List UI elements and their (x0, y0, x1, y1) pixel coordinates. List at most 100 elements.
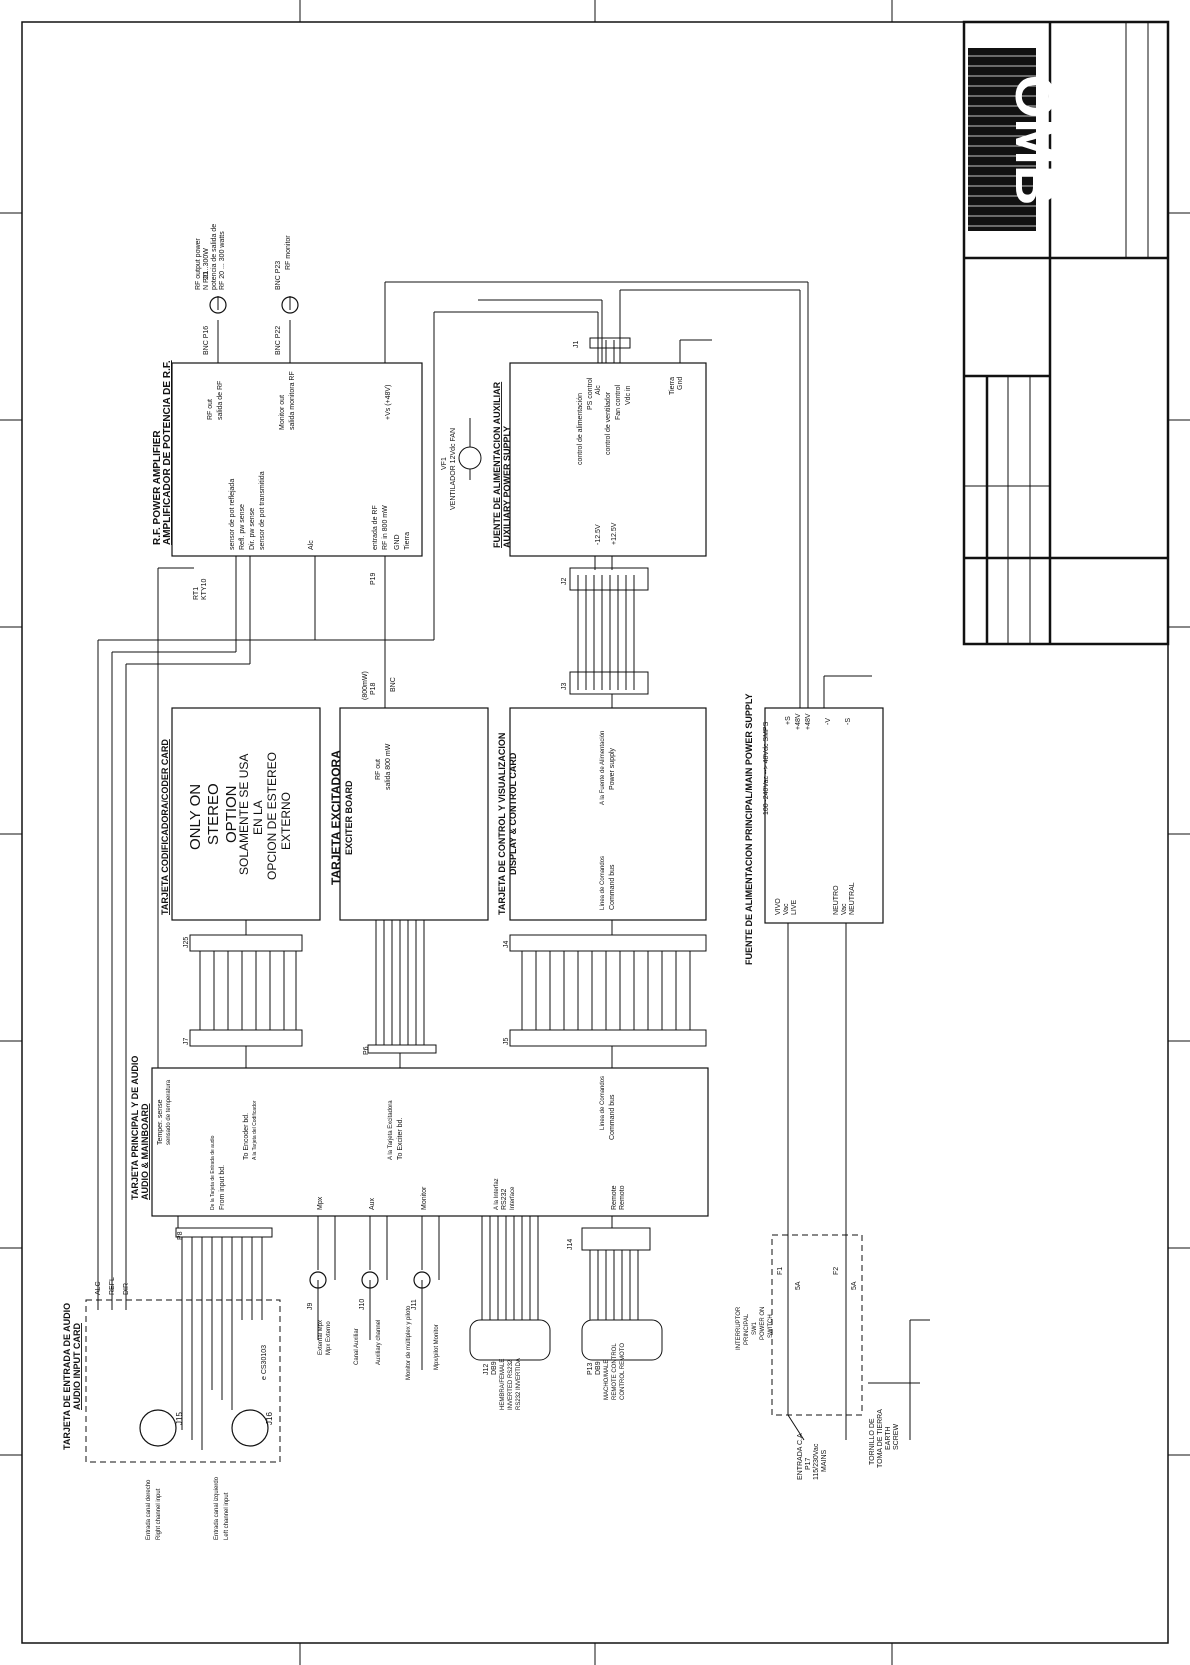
main-mpx: Mpx (317, 1196, 324, 1210)
switch-4: POWER ON (760, 1307, 766, 1340)
alc-label: ALC (95, 1281, 102, 1295)
aux-ps-ctrl-es: control de alimentación (577, 393, 584, 465)
rf-amp-rf-out-es: salida de RF (217, 381, 224, 420)
control-ps-en: Power supply (609, 747, 616, 790)
omb-logo: OMB (968, 48, 1067, 231)
exciter-title-es: TARJETA EXCITADORA (329, 750, 343, 885)
fuse-f1: F1 (777, 1267, 784, 1275)
main-aux: Aux (369, 1197, 376, 1210)
rf-amp-title-es: AMPLIFICADOR DE POTENCIA DE R.F. (162, 360, 173, 545)
control-title-en: DISPLAY & CONTROL CARD (508, 752, 518, 875)
entrada-3: 115/230Vac (813, 1443, 820, 1480)
main-to-exciter-en: To Exciter bd. (397, 1118, 404, 1160)
rf-monitor-label: RF monitor (285, 235, 292, 270)
aux-ps-ctrl-en: PS control (587, 377, 594, 410)
aux-gnd: Gnd (677, 377, 684, 390)
j12-label-1: J12 (483, 1364, 490, 1375)
rf-output-es2: RF 20 ... 300 watts (219, 231, 226, 290)
aux-ch-es: Canal Auxiliar (354, 1328, 360, 1365)
fuse-f2: F2 (833, 1267, 840, 1275)
exciter-title-en: EXCITER BOARD (344, 780, 354, 855)
rf-output-en: RF output power (195, 238, 202, 290)
fuse-rating-2: 5A (851, 1281, 858, 1290)
earth-1: TORNILLO DE (869, 1418, 876, 1465)
exciter-level: (800mW) (362, 671, 369, 700)
exciter-rf-out-en: RF out (375, 759, 382, 780)
main-supply-t4: -V (825, 718, 832, 725)
left-input-en: Left channel input (224, 1492, 230, 1540)
rf-amp-dir-es: sensor de pot transmitida (259, 471, 266, 550)
earth-3: EARTH (885, 1426, 892, 1450)
left-input-es: Entrada canal izquierdo (214, 1476, 220, 1540)
control-cmd-es: Línea de Comandos (600, 856, 606, 910)
refl-label: REFL (109, 1277, 116, 1295)
encoder-note-es-4: EXTERNO (279, 792, 293, 850)
j16-label: J16 (265, 1412, 274, 1425)
rt1-part: KTY10 (201, 578, 208, 600)
control-card-box (509, 707, 707, 921)
rf-amplifier-box (171, 362, 423, 557)
main-to-encoder-es: A la Tarjeta del Codificador (252, 1100, 258, 1160)
j14-label: J14 (567, 1239, 574, 1250)
rf-amp-refl-es: sensor de pot reflejada (229, 479, 236, 550)
encoder-note-es-3: OPCION DE ESTEREO (265, 752, 279, 880)
rf-amp-title-en: R.F. POWER AMPLIFIER (152, 430, 163, 545)
aux-m12: -12.5V (595, 524, 602, 545)
main-supply-vivo-3: LIVE (791, 899, 798, 915)
dir-label: DIR (123, 1283, 130, 1295)
control-title-es: TARJETA DE CONTROL Y VISUALIZACION (497, 733, 507, 915)
rf-amp-rf-in-es: entrada de RF (372, 505, 379, 550)
control-ps-es: A la Fuente de Alimentación (600, 731, 606, 805)
entrada-4: MAINS (821, 1450, 828, 1473)
mon-mpx-es: Monitor de múltiplex y piloto (406, 1305, 412, 1380)
rf-amp-alc: Alc (308, 540, 315, 550)
p18-label: P18 (370, 682, 377, 695)
main-supply-box (764, 707, 884, 924)
p23-label: BNC P23 (275, 261, 282, 290)
main-temp-es: sensado de temperatura (166, 1079, 172, 1145)
encoder-note-es-1: SOLAMENTE SE USA (237, 754, 251, 875)
rf-output-range: 20...300W (203, 248, 210, 280)
encoder-title: TARJETA CODIFICADORA/CODER CARD (160, 739, 170, 915)
j15-label: J15 (175, 1412, 184, 1425)
main-supply-title: FUENTE DE ALIMENTACION PRINCIPAL/MAIN PO… (744, 693, 754, 965)
j1-label: J1 (573, 341, 580, 349)
aux-fan-ctrl-es: control de ventilador (605, 391, 612, 455)
rt1-label: RT1 (193, 587, 200, 600)
switch-5: SWITCH (768, 1314, 774, 1338)
aux-alc: Alc (595, 385, 602, 395)
title-block-lines (964, 22, 1149, 644)
j2-label: J2 (561, 578, 568, 586)
aux-title-en: AUXILIARY POWER SUPPLY (502, 426, 512, 548)
encoder-card-box (171, 707, 321, 921)
main-supply-t1: +S (785, 716, 792, 725)
j25-label: J25 (183, 937, 190, 948)
earth-2: TOMA DE TIERRA (877, 1409, 884, 1468)
aux-title-es: FUENTE DE ALIMENTACION AUXILIAR (492, 381, 502, 548)
fan-label-2: VENTILADOR 12Vdc FAN (450, 428, 457, 510)
main-from-input-en: From input bd. (219, 1165, 226, 1210)
rf-amp-dir-en: Dir. pw sense (249, 508, 256, 550)
main-remote-2: Remoto (619, 1185, 626, 1210)
j3-label: J3 (561, 683, 568, 691)
main-supply-vivo-2: Vac (783, 903, 790, 915)
j5-label: J5 (503, 1038, 510, 1046)
main-title-en: AUDIO & MAINBOARD (140, 1103, 150, 1200)
rf-output-es: potencia de salida de (211, 224, 218, 290)
main-supply-t2: +48V (795, 713, 802, 730)
audio-input-card-box (85, 1299, 281, 1463)
chip-label: e CS30103 (261, 1345, 268, 1380)
rf-amp-vs: +Vs (+48V) (385, 385, 392, 420)
p13-label-2: DB9 (595, 1361, 602, 1375)
rf-amp-rf-out-en: RF out (207, 399, 214, 420)
aux-supply-box (509, 362, 707, 557)
audio-input-title-en: AUDIO INPUT CARD (72, 1323, 82, 1410)
rf-amp-p19: P19 (370, 572, 377, 585)
main-from-input-es: De la Tarjeta de Entrada de audio (210, 1135, 216, 1210)
switch-1: INTERRUPTOR (736, 1306, 742, 1350)
exciter-rf-out-es: salida 800 mW (385, 743, 392, 790)
j12-label-2: DB9 (491, 1361, 498, 1375)
encoder-note-es-2: EN LA (251, 800, 265, 835)
main-rs232-1: A la Interfaz (494, 1178, 500, 1210)
